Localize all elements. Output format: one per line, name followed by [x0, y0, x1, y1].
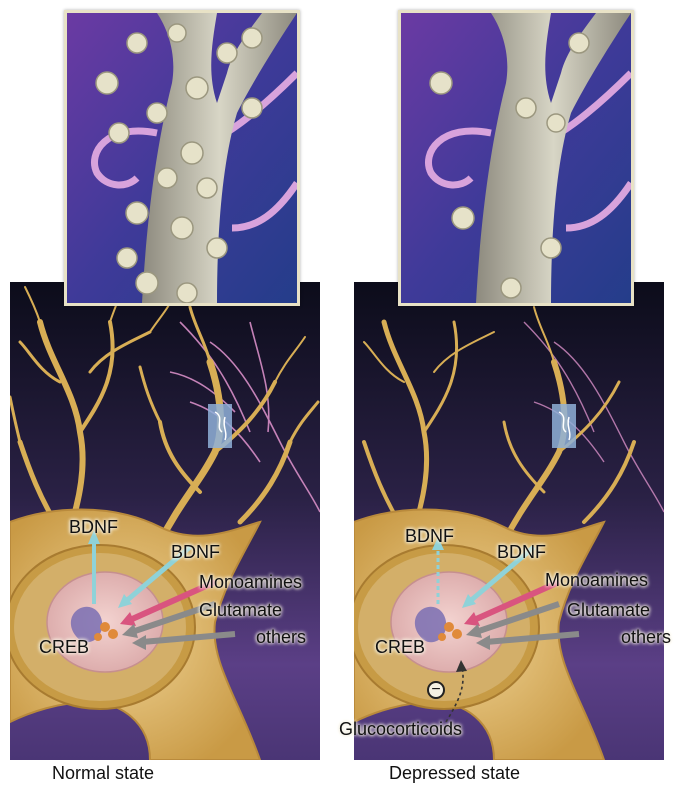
depressed-bdnf-label: BDNF — [497, 543, 546, 561]
normal-bdnf-released-label: BDNF — [69, 518, 118, 536]
normal-bdnf-label: BDNF — [171, 543, 220, 561]
depressed-state-panel — [354, 282, 664, 760]
normal-spines-illustration — [67, 13, 297, 303]
normal-state-caption: Normal state — [52, 764, 154, 782]
depressed-creb-label: CREB — [375, 638, 425, 656]
depressed-others-label: others — [621, 628, 671, 646]
depressed-state-caption: Depressed state — [389, 764, 520, 782]
glucocorticoids-label: Glucocorticoids — [339, 720, 462, 738]
depressed-dendrite-inset — [398, 10, 634, 306]
normal-others-label: others — [256, 628, 306, 646]
depressed-neuron-illustration — [354, 282, 664, 760]
normal-state-panel — [10, 282, 320, 760]
depressed-bdnf-released-label: BDNF — [405, 527, 454, 545]
depressed-monoamines-label: Monoamines — [545, 571, 648, 589]
normal-neuron-illustration — [10, 282, 320, 760]
normal-glutamate-label: Glutamate — [199, 601, 282, 619]
inhibition-minus-icon: − — [427, 681, 445, 699]
normal-monoamines-label: Monoamines — [199, 573, 302, 591]
normal-dendrite-inset — [64, 10, 300, 306]
normal-creb-label: CREB — [39, 638, 89, 656]
depressed-spines-illustration — [401, 13, 631, 303]
depressed-glutamate-label: Glutamate — [567, 601, 650, 619]
